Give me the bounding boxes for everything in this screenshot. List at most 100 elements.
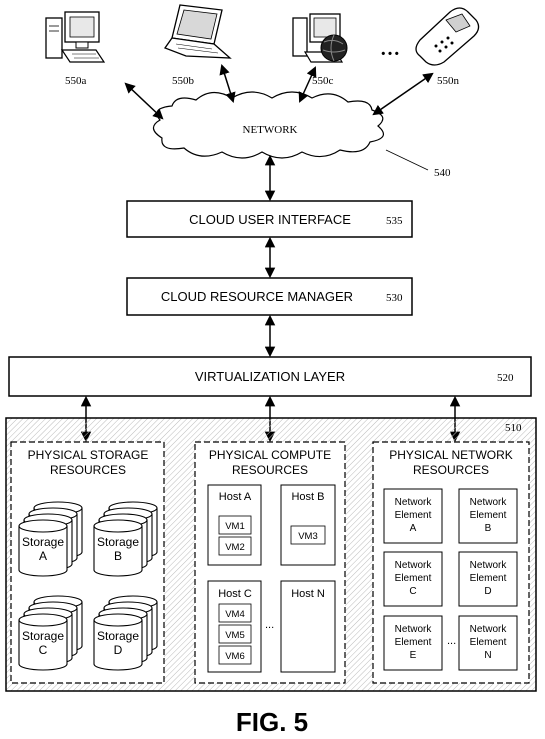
devices-ellipsis: … [380,38,400,60]
network-element-label: C [409,586,416,597]
storage-label: Storage [97,535,139,549]
vm-label: VM1 [225,521,245,532]
arrow-550a-network [124,82,164,120]
network-element-label: D [484,586,491,597]
network-label: NETWORK [243,124,298,136]
cloud-user-interface-ref: 535 [386,215,403,227]
storage-disk-top [18,613,68,627]
storage-disk [18,620,68,671]
mobile-phone-icon [415,7,480,66]
virtualization-layer-label: VIRTUALIZATION LAYER [195,369,345,384]
vm-box [218,515,252,535]
network-ref: 540 [434,167,451,179]
cloud-resource-manager-label: CLOUD RESOURCE MANAGER [161,289,353,304]
device-label-550c: 550c [312,75,334,87]
network-element-box [458,488,518,544]
storage-disk-top [18,519,68,533]
network-element-label: N [484,650,491,661]
network-element-label: Network [395,497,433,508]
host-n-box [280,580,336,673]
cloud-resource-manager-ref: 530 [386,292,403,304]
device-label-550b: 550b [172,75,195,87]
cloud-user-interface-label: CLOUD USER INTERFACE [189,212,351,227]
laptop-icon [163,4,232,59]
desktop-globe-icon [292,13,348,63]
storage-label-letter: D [114,643,123,657]
vm-box [218,536,252,556]
storage-disk-top [93,613,143,627]
host-a-label: Host A [219,491,252,503]
vm-box [218,603,252,623]
storage-label-letter: C [39,643,48,657]
vm-label: VM3 [298,531,318,542]
storage-disk-top [93,519,143,533]
desktop-computer-icon [45,11,106,63]
network-elements: NetworkElementANetworkElementBNetworkEle… [383,488,518,671]
device-label-550n: 550n [437,75,460,87]
storage-label: Storage [22,535,64,549]
network-element-label: Network [470,497,508,508]
network-element-label: Element [395,637,432,648]
storage-label-letter: B [114,549,122,563]
network-element-label: B [485,523,492,534]
network-ref-leader [385,149,429,171]
network-element-label: Element [470,637,507,648]
storage-title-line2: RESOURCES [50,463,126,477]
storage-disk [93,620,143,671]
host-n-label: Host N [291,588,325,600]
arrow-550b-network [219,63,236,104]
network-element-box [383,615,443,671]
storage-label: Storage [97,629,139,643]
host-b-label: Host B [291,491,324,503]
virtualization-layer-ref: 520 [497,372,514,384]
network-title-line2: RESOURCES [413,463,489,477]
storage-title-line1: PHYSICAL STORAGE [28,448,149,462]
network-element-box [383,488,443,544]
figure-label: FIG. 5 [236,707,308,737]
network-element-label: E [410,650,417,661]
vm-box [290,525,326,545]
storage-label-letter: A [39,549,47,563]
network-element-label: Network [470,624,508,635]
network-title-line1: PHYSICAL NETWORK [389,448,513,462]
network-element-box [383,551,443,607]
storage-disk [93,526,143,577]
vm-label: VM2 [225,542,245,553]
arrow-550n-network [372,72,434,116]
physical-resources-ref: 510 [505,422,522,434]
network-element-box [458,615,518,671]
host-b-box [280,484,336,566]
network-element-box [458,551,518,607]
compute-ellipsis: ... [265,619,274,631]
network-element-label: Network [470,560,508,571]
vm-label: VM5 [225,630,245,641]
network-element-label: Element [470,573,507,584]
vm-box [218,645,252,665]
network-element-label: Element [395,573,432,584]
network-element-label: Network [395,560,433,571]
device-label-550a: 550a [65,75,87,87]
network-element-label: A [410,523,417,534]
arrow-550c-network [298,66,317,103]
network-element-label: Element [470,510,507,521]
compute-title-line2: RESOURCES [232,463,308,477]
storage-label: Storage [22,629,64,643]
vm-box [218,624,252,644]
network-ellipsis: ... [447,635,456,647]
host-c-label: Host C [218,588,252,600]
network-element-label: Network [395,624,433,635]
virtualization-layer-box [8,356,532,397]
cloud-resource-manager-box [126,277,413,316]
vm-label: VM6 [225,651,245,662]
